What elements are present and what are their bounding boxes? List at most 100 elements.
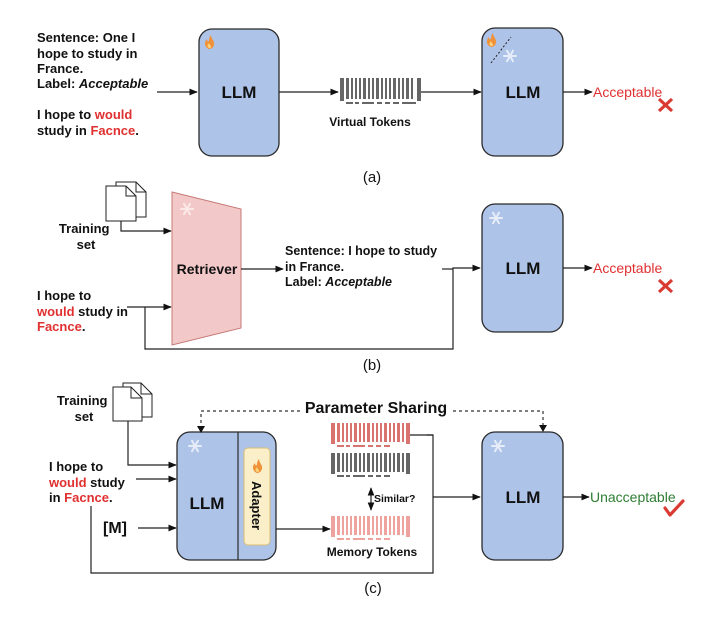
token-bar	[354, 453, 357, 472]
token-bar	[359, 453, 361, 472]
token-bar	[363, 78, 366, 99]
token-bar	[372, 516, 374, 535]
output-label: Acceptable	[593, 260, 662, 276]
llm-label: LLM	[506, 259, 541, 278]
token-bar	[340, 78, 344, 101]
token-dash	[346, 102, 353, 104]
query-text: I hope to would study in Facnce.	[37, 107, 139, 138]
token-bar	[346, 516, 348, 535]
token-bar	[363, 516, 365, 535]
token-dash	[346, 475, 350, 477]
llm-label: LLM	[222, 83, 257, 102]
token-dash	[362, 102, 374, 104]
token-bar	[376, 78, 379, 99]
panel-c: Training set I hope to would study in Fa…	[48, 382, 685, 597]
token-bar	[359, 423, 361, 442]
snowflake-icon	[503, 49, 517, 63]
token-bar	[359, 516, 361, 535]
token-dash	[353, 475, 365, 477]
token-bar	[402, 516, 404, 535]
memory-tokens-label: Memory Tokens	[327, 545, 418, 559]
token-bar	[397, 423, 400, 442]
token-bar	[384, 423, 387, 442]
token-dash	[393, 102, 399, 104]
caption-b: (b)	[363, 357, 381, 374]
token-bar	[354, 423, 357, 442]
token-dash	[353, 538, 365, 540]
document-stack-icon	[105, 181, 147, 222]
token-dash	[384, 538, 390, 540]
token-dash	[376, 538, 381, 540]
token-bar	[355, 78, 357, 99]
token-bar	[337, 453, 340, 472]
token-dash	[384, 475, 390, 477]
token-dash	[377, 102, 382, 104]
token-dash	[337, 538, 344, 540]
parameter-sharing-label: Parameter Sharing	[305, 400, 447, 417]
token-dash	[353, 445, 365, 447]
token-dash	[384, 445, 390, 447]
token-bar	[372, 78, 374, 99]
token-bar	[376, 453, 378, 472]
token-bar	[384, 453, 387, 472]
token-bar	[346, 78, 349, 99]
token-bar	[384, 516, 387, 535]
output-label: Acceptable	[593, 84, 662, 100]
token-bar	[411, 78, 413, 99]
token-dash	[368, 445, 373, 447]
token-bar	[389, 453, 391, 472]
token-dash	[368, 475, 373, 477]
token-dash	[376, 475, 381, 477]
token-bar	[359, 78, 361, 99]
token-bar	[372, 423, 374, 442]
token-bar	[346, 423, 348, 442]
token-bar	[406, 453, 410, 474]
token-bar	[367, 423, 370, 442]
token-dash	[402, 102, 416, 104]
label-bg	[300, 398, 452, 417]
token-bar	[397, 516, 400, 535]
token-bar	[385, 78, 387, 99]
token-bar	[376, 516, 378, 535]
token-dash	[337, 445, 344, 447]
token-dash	[337, 475, 344, 477]
token-dash	[385, 102, 390, 104]
cross-icon	[657, 97, 674, 113]
token-bar	[380, 516, 382, 535]
token-bar	[367, 516, 370, 535]
similar-label: Similar?	[374, 493, 415, 505]
token-bar	[331, 453, 335, 474]
token-dash	[346, 445, 350, 447]
token-bar	[381, 78, 383, 99]
output-label: Unacceptable	[590, 489, 676, 505]
token-bar	[389, 78, 391, 99]
token-bar	[393, 516, 395, 535]
arrow-training-llm	[127, 421, 177, 469]
virtual-tokens-reference	[331, 453, 410, 477]
arrow-training-retriever	[120, 221, 172, 235]
token-bar	[393, 78, 396, 99]
panel-a: Sentence: One I hope to study in France.…	[37, 27, 674, 186]
virtual-tokens-label: Virtual Tokens	[329, 115, 411, 129]
caption-c: (c)	[364, 580, 382, 597]
token-bar	[337, 516, 340, 535]
token-bar	[337, 423, 340, 442]
token-bar	[393, 423, 395, 442]
token-bar	[406, 516, 410, 537]
token-bar	[331, 423, 335, 444]
token-bar	[402, 78, 404, 99]
adapter-label: Adapter	[249, 481, 264, 530]
token-bar	[368, 78, 370, 99]
retriever-shape	[171, 191, 242, 346]
llm-box-frozen	[481, 431, 564, 561]
token-bar	[389, 423, 391, 442]
token-bar	[342, 516, 344, 535]
token-bar	[389, 516, 391, 535]
retrieved-label: Label: Acceptable	[285, 275, 392, 289]
token-bar	[346, 453, 348, 472]
snowflake-icon	[489, 211, 503, 225]
example-label: Label: Acceptable	[37, 76, 148, 91]
arrow-query-bypass	[144, 264, 481, 350]
token-bar	[351, 78, 353, 99]
token-bar	[372, 453, 374, 472]
